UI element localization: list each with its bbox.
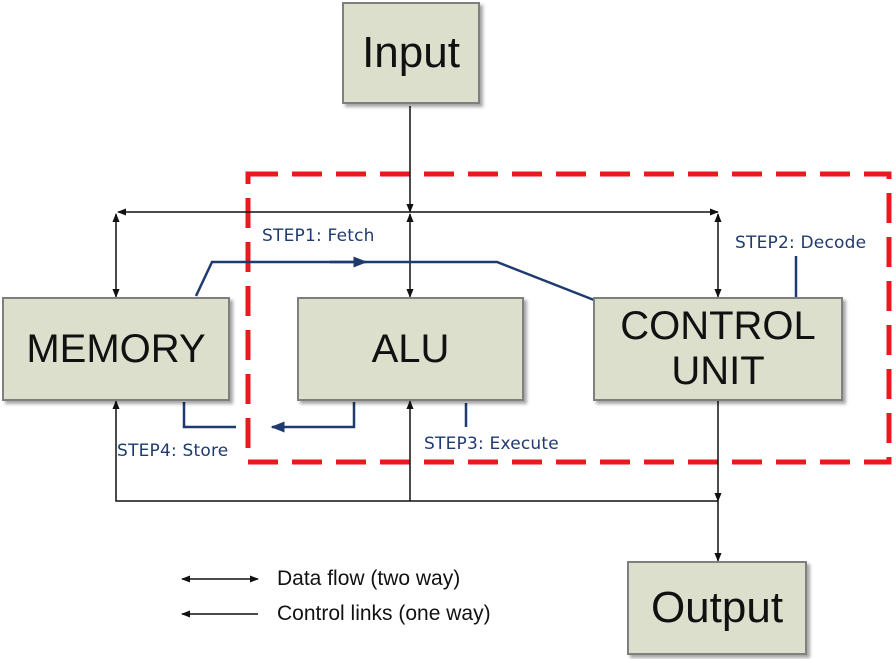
cpu-boundary bbox=[245, 171, 892, 465]
alu-label: ALU bbox=[371, 326, 450, 371]
memory-label: MEMORY bbox=[26, 326, 206, 371]
store-path-right bbox=[270, 402, 356, 433]
legend-control-links-label: Control links (one way) bbox=[277, 602, 491, 625]
alu-box: ALU bbox=[297, 297, 524, 401]
control-unit-label-line1: CONTROL bbox=[620, 304, 816, 349]
output-label: Output bbox=[650, 583, 784, 633]
step3-execute-label: STEP3: Execute bbox=[424, 434, 559, 454]
store-path-left bbox=[182, 402, 236, 429]
input-label: Input bbox=[362, 28, 460, 78]
step1-fetch-label: STEP1: Fetch bbox=[262, 226, 375, 246]
step2-decode-label: STEP2: Decode bbox=[735, 233, 867, 253]
fetch-path bbox=[194, 260, 595, 302]
control-unit-label-line2: UNIT bbox=[671, 349, 765, 393]
legend-data-flow-label: Data flow (two way) bbox=[277, 567, 461, 590]
memory-box: MEMORY bbox=[2, 297, 230, 401]
memory-bottom-link bbox=[112, 400, 718, 502]
control-unit-box: CONTROL UNIT bbox=[593, 297, 843, 401]
input-box: Input bbox=[342, 2, 480, 104]
output-box: Output bbox=[627, 561, 807, 655]
step4-store-label: STEP4: Store bbox=[117, 441, 229, 461]
